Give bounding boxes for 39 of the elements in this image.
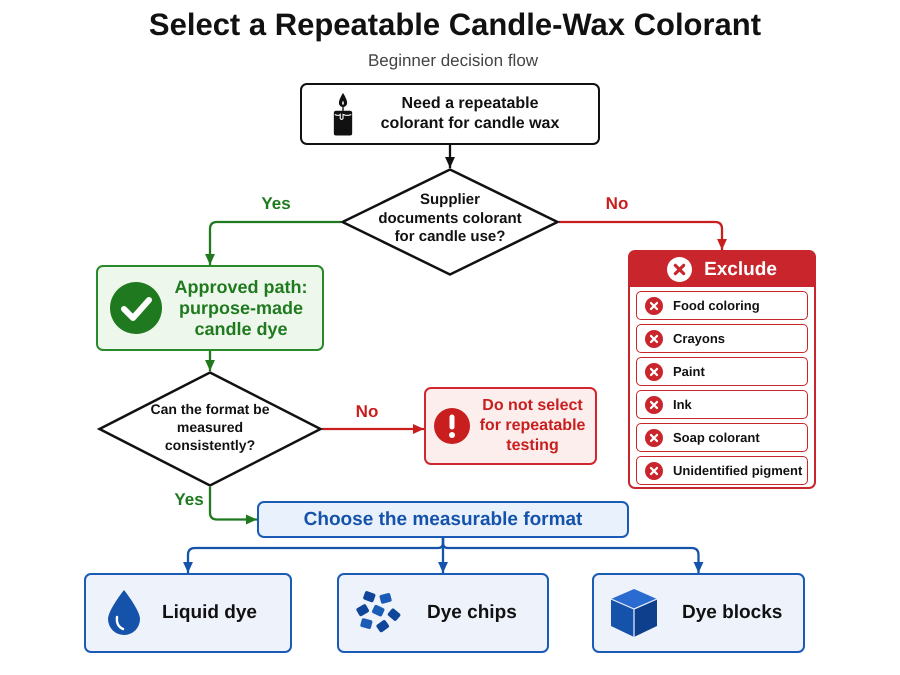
- item-text: Food coloring: [673, 298, 760, 314]
- option-text: Liquid dye: [162, 602, 257, 624]
- step-text: Choose the measurable format: [304, 508, 582, 530]
- step-text: Need a repeatable colorant for candle wax: [380, 94, 560, 134]
- exclusion-item: [636, 423, 808, 452]
- subtitle: Beginner decision flow: [366, 51, 538, 71]
- exclusion-item: [636, 357, 808, 386]
- exclude-panel: [628, 250, 816, 489]
- arrow: [205, 220, 341, 265]
- option-text: Dye blocks: [682, 602, 782, 624]
- approved-box: [96, 265, 324, 351]
- item-text: Paint: [673, 364, 705, 380]
- start-box: [300, 83, 600, 145]
- stop-box: [424, 387, 597, 465]
- arrow: [442, 538, 704, 573]
- item-text: Soap colorant: [673, 430, 760, 446]
- item-text: Ink: [673, 396, 692, 412]
- arrow: [559, 220, 727, 250]
- question-text: Supplier documents colorant for candle use?: [378, 191, 522, 247]
- exclusion-item: [636, 324, 808, 353]
- warning-text: Do not select for repeatable testing: [478, 396, 586, 456]
- diagram-title: Select a Repeatable Candle-Wax Colorant: [148, 6, 762, 44]
- exclusion-item: [636, 390, 808, 419]
- panel-title: Exclude: [704, 258, 777, 280]
- arrow: [322, 424, 424, 434]
- process-box: [257, 501, 629, 538]
- option-box: [337, 573, 549, 653]
- item-text: Crayons: [673, 330, 726, 346]
- item-text: Unidentified pigment: [673, 462, 802, 478]
- result-text: Approved path: purpose-made candle dye: [174, 276, 308, 340]
- option-box: [84, 573, 292, 653]
- question-text: Can the format be measured consistently?: [149, 400, 270, 454]
- exclusion-item: [636, 456, 808, 485]
- arrow: [205, 351, 215, 371]
- arrow: [208, 487, 257, 524]
- exclusion-item: [636, 291, 808, 320]
- arrow: [445, 145, 455, 168]
- option-box: [592, 573, 805, 653]
- option-text: Dye chips: [427, 602, 517, 624]
